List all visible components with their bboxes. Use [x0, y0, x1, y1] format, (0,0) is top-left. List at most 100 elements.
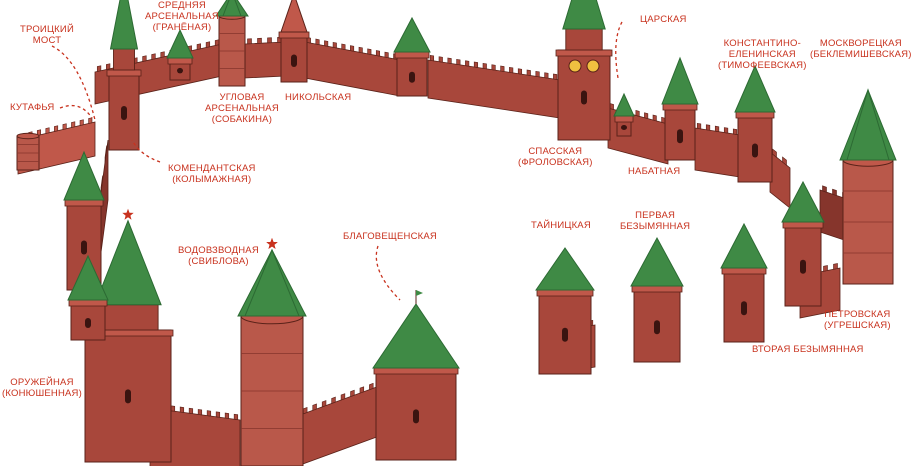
merlon [473, 61, 479, 68]
merlon [196, 43, 201, 50]
tower-spire [562, 0, 606, 30]
merlon [88, 117, 93, 124]
tower-tier [97, 304, 159, 331]
merlon [170, 405, 176, 412]
tower-borovitskaya [67, 254, 109, 341]
merlon [491, 64, 496, 71]
label-spasskaya: СПАССКАЯ(ФРОЛОВСКАЯ) [518, 146, 593, 168]
merlon [652, 114, 657, 122]
merlon [257, 37, 262, 44]
merlon [500, 65, 505, 72]
merlon [782, 156, 787, 166]
merlon [350, 45, 355, 52]
merlon [661, 116, 666, 124]
tower-tier [565, 28, 603, 51]
tower-taynitskaya [535, 247, 595, 375]
label-taynitskaya: ТАЙНИЦКАЯ [531, 220, 591, 231]
clock-icon [568, 59, 582, 73]
tower-window [562, 327, 568, 342]
merlon [340, 393, 346, 401]
merlon [447, 57, 452, 64]
label-vtoraya-bezymyannaya: ВТОРАЯ БЕЗЫМЯННАЯ [752, 344, 864, 355]
tower-srednyaya [166, 28, 194, 81]
tower-window [413, 409, 419, 424]
wall-face [694, 127, 741, 178]
tower-roof [63, 150, 105, 201]
merlon [267, 37, 272, 44]
tower-troitskaya [106, 0, 142, 151]
merlon [179, 406, 185, 413]
merlon [644, 112, 649, 120]
merlon [151, 53, 156, 60]
tower-window [621, 125, 627, 130]
merlon [350, 389, 355, 398]
merlon [54, 125, 59, 132]
tower-body [396, 51, 428, 97]
tower-roof [244, 248, 300, 317]
tower-roof [535, 247, 595, 291]
tower-cornice [662, 103, 698, 111]
label-vodovzvodnaya: ВОДОВЗВОДНАЯ(СВИБЛОВА) [178, 245, 259, 267]
tower-petrovskaya [781, 180, 825, 307]
tower-window [121, 106, 127, 120]
wall-segment [769, 148, 791, 209]
tower-roof [630, 236, 684, 287]
label-nabatnaya: НАБАТНАЯ [628, 166, 681, 177]
merlon [517, 68, 523, 75]
merlon [359, 386, 365, 394]
tower-spire [280, 0, 308, 33]
label-blagoveshchenskaya: БЛАГОВЕЩЕНСКАЯ [343, 231, 437, 242]
tower-nabatnaya [661, 56, 699, 161]
merlon [315, 38, 320, 46]
tower-cornice [278, 31, 310, 39]
tower-pervaya [630, 236, 684, 363]
dashed-arrow-icon [131, 139, 161, 163]
label-konstantino-eleninskaya: КОНСТАНТИНО-ЕЛЕНИНСКАЯ(ТИМОФЕЕВСКАЯ) [718, 38, 807, 71]
label-petrovskaya: ПЕТРОВСКАЯ(УГРЕШСКАЯ) [824, 309, 891, 331]
tower-roof [613, 92, 635, 117]
merlon [544, 72, 549, 79]
tower-blagoveshchenskaya [372, 290, 460, 461]
wall-face [769, 151, 791, 209]
flag-icon [416, 290, 423, 296]
merlon [526, 69, 531, 76]
merlon [535, 70, 540, 78]
merlon [224, 412, 230, 419]
tower-roof [393, 16, 431, 53]
tower-window [677, 129, 683, 144]
tower-window [409, 71, 415, 83]
merlon [197, 409, 203, 416]
merlon [214, 39, 220, 46]
merlon [832, 188, 837, 196]
merlon [206, 410, 212, 417]
tower-spire [94, 219, 162, 306]
merlon [100, 175, 103, 193]
merlon [36, 129, 41, 136]
tower-cornice [68, 299, 108, 307]
merlon [465, 60, 470, 67]
merlon [367, 48, 372, 55]
tower-oruzheynaya [82, 208, 174, 463]
merlon [429, 54, 435, 62]
label-oruzheynaya: ОРУЖЕЙНАЯ(КОНЮШЕННАЯ) [2, 377, 82, 399]
tower-window [85, 318, 91, 328]
merlon [553, 73, 558, 80]
merlon [482, 62, 487, 70]
clock-icon [586, 59, 600, 73]
merlon [45, 127, 50, 134]
merlon [723, 127, 729, 134]
tower-cornice [614, 115, 634, 123]
tower-tsarskaya [613, 92, 635, 137]
star-icon [122, 208, 134, 220]
merlon [205, 41, 211, 48]
tower-cornice [721, 267, 767, 275]
merlon [71, 121, 76, 128]
label-moskvoretskaya: МОСКВОРЕЦКАЯ(БЕКЛЕМИШЕВСКАЯ) [810, 38, 912, 60]
tower-vtoraya [720, 222, 768, 343]
tower-window [81, 240, 87, 255]
merlon [233, 413, 239, 421]
merlon [341, 43, 346, 50]
merlon [104, 145, 107, 163]
